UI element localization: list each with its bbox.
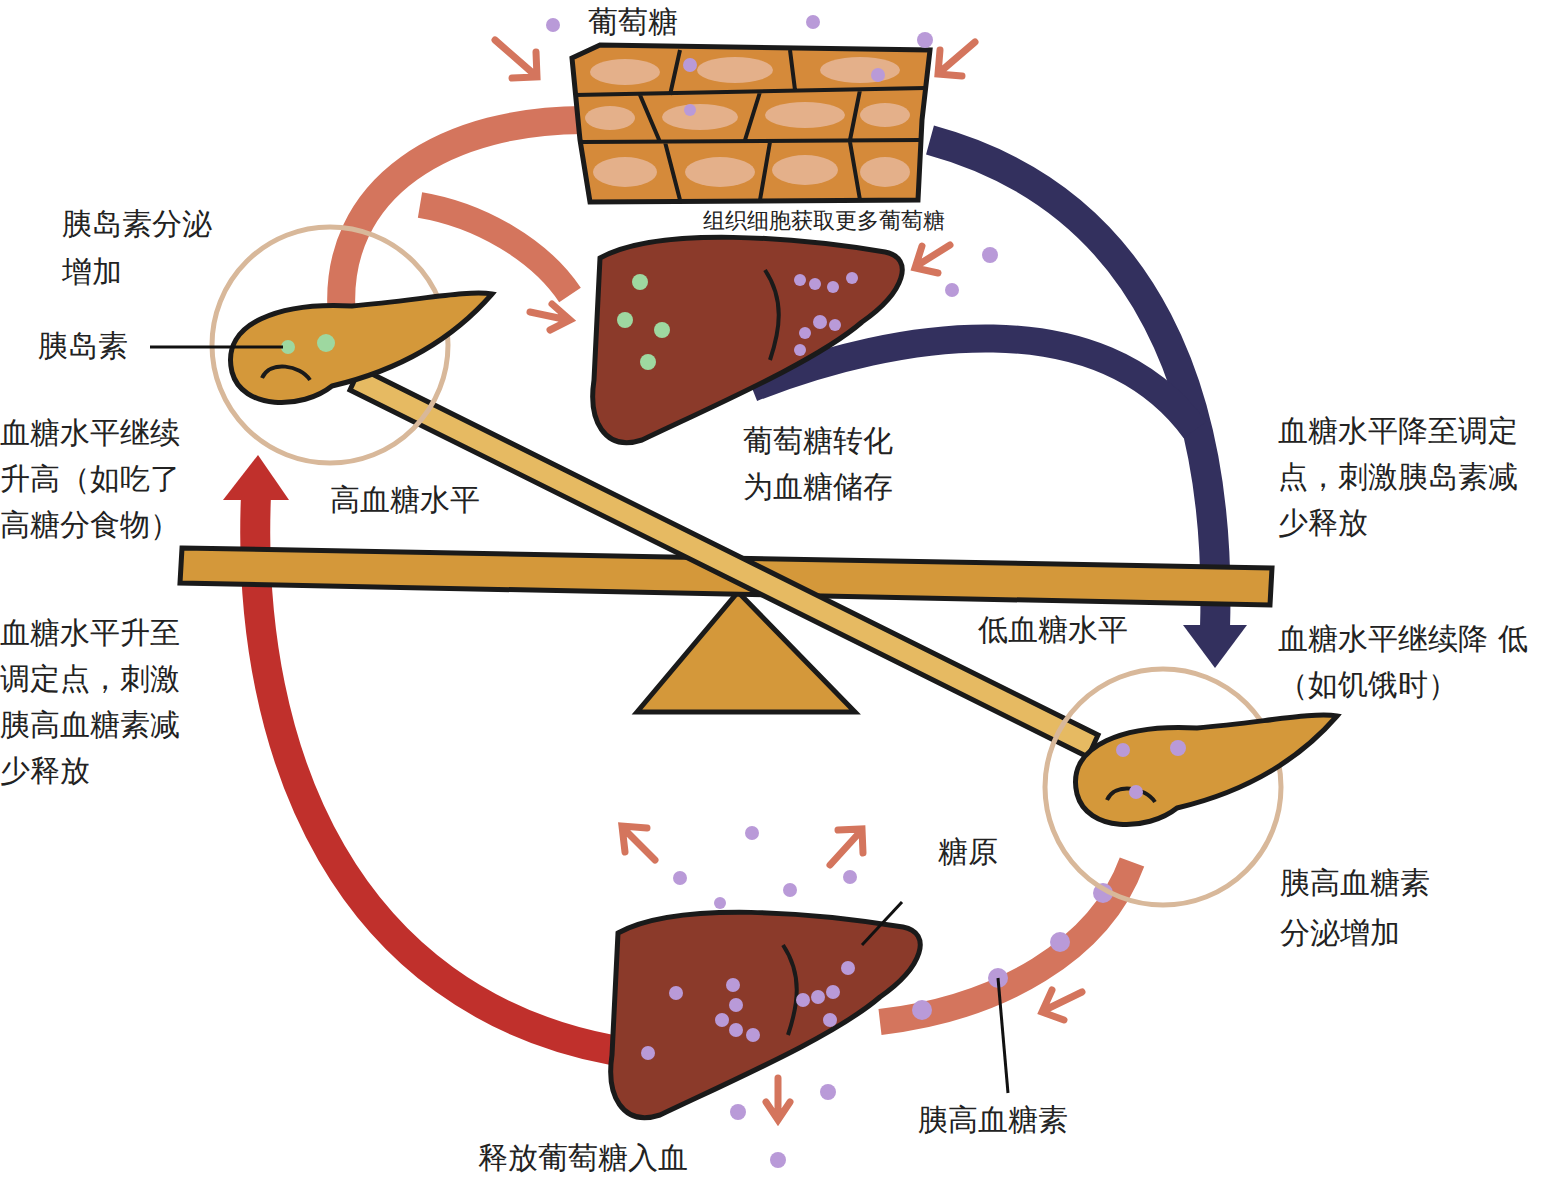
text-label: 胰高血糖素 xyxy=(918,1100,1108,1140)
text-label: 葡萄糖 xyxy=(588,2,788,42)
text-label: 血糖水平降至调定 点，刺激胰岛素减 少释放 xyxy=(1278,408,1543,546)
text-label: 胰岛素 xyxy=(38,326,158,366)
pancreas-right xyxy=(1076,715,1337,824)
insulin-arc xyxy=(341,120,590,318)
text-label: 血糖水平继续 升高（如吃了 高糖分食物） xyxy=(0,410,210,548)
seesaw xyxy=(180,368,1272,757)
liver-bottom xyxy=(611,912,920,1117)
feedback-arc xyxy=(930,140,1215,628)
text-label: 组织细胞获取更多葡萄糖 xyxy=(703,206,1003,236)
text-label: 低血糖水平 xyxy=(978,610,1168,650)
text-label: 血糖水平升至 调定点，刺激 胰高血糖素减 少释放 xyxy=(0,610,215,794)
insulin-branch xyxy=(420,205,570,295)
text-label: 葡萄糖转化 为血糖储存 xyxy=(743,418,943,510)
leader-lines xyxy=(150,347,1008,1093)
tissue-cells xyxy=(572,45,930,202)
text-label: 糖原 xyxy=(938,832,1028,872)
text-label: 释放葡萄糖入血 xyxy=(478,1138,738,1178)
arrowhead xyxy=(1183,625,1247,668)
arrowhead xyxy=(223,455,289,500)
text-label: 高血糖水平 xyxy=(330,480,520,520)
text-label: 胰高血糖素 分泌增加 xyxy=(1280,858,1510,958)
liver-top xyxy=(593,237,902,442)
text-label: 胰岛素分泌 增加 xyxy=(62,200,262,296)
text-label: 血糖水平继续降 低（如饥饿时） xyxy=(1278,616,1543,708)
